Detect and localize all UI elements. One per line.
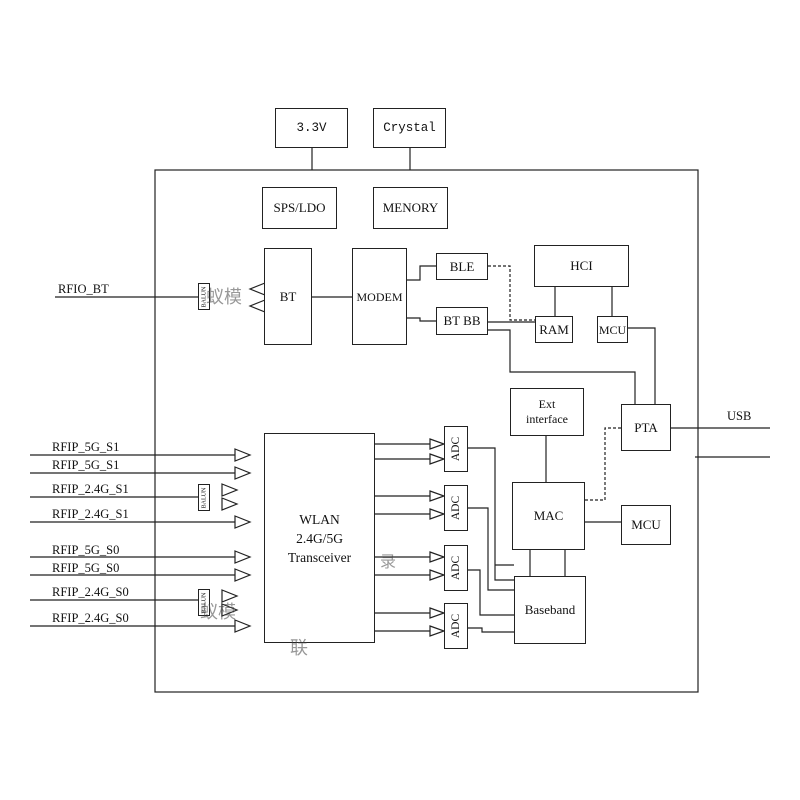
modem-label: MODEM xyxy=(356,289,403,304)
adc-label-4: ADC xyxy=(450,613,462,639)
ext-interface-label: Ext interface xyxy=(526,397,568,426)
rf-input-label: RFIP_2.4G_S0 xyxy=(52,611,129,625)
memory-block: MENORY xyxy=(373,187,448,229)
ext-interface-block: Ext interface xyxy=(510,388,584,436)
mac-block: MAC xyxy=(512,482,585,550)
mcu-top-label: MCU xyxy=(598,322,627,337)
adc-label-2: ADC xyxy=(450,495,462,521)
adc-block-3: ADC xyxy=(444,545,468,591)
crystal-label: Crystal xyxy=(383,121,436,135)
mac-label: MAC xyxy=(533,508,564,523)
mcu-bottom-label: MCU xyxy=(631,517,661,532)
wlan-transceiver-label: WLAN 2.4G/5G Transceiver xyxy=(287,511,352,565)
watermark-text: 联 xyxy=(290,638,308,659)
balun-label-s1: BALUN xyxy=(201,487,208,508)
bt-label: BT xyxy=(279,288,297,304)
rf-input-label: RFIP_5G_S1 xyxy=(52,458,120,472)
modem-block: MODEM xyxy=(352,248,407,345)
ble-block: BLE xyxy=(436,253,488,280)
mcu-bottom-block: MCU xyxy=(621,505,671,545)
adc-feed-lines xyxy=(375,438,446,637)
crystal-block: Crystal xyxy=(373,108,446,148)
ram-block: RAM xyxy=(535,316,573,343)
wlan-transceiver-block: WLAN 2.4G/5G Transceiver xyxy=(264,433,375,643)
rf-input-lines xyxy=(30,448,252,633)
sps-ldo-block: SPS/LDO xyxy=(262,187,337,229)
rf-input-label: RFIP_2.4G_S1 xyxy=(52,507,129,521)
rfio-bt-label: RFIO_BT xyxy=(58,282,109,296)
balun-block-s0: BALUN xyxy=(198,589,210,616)
power-3v3-block: 3.3V xyxy=(275,108,348,148)
bt-block: BT xyxy=(264,248,312,345)
rf-input-label: RFIP_5G_S0 xyxy=(52,543,120,557)
watermark-text: 录 xyxy=(380,552,397,571)
chip-boundary xyxy=(154,169,699,693)
pta-block: PTA xyxy=(621,404,671,451)
rf-input-label: RFIP_2.4G_S1 xyxy=(52,482,129,496)
adc-label-1: ADC xyxy=(450,436,462,462)
mcu-top-block: MCU xyxy=(597,316,628,343)
adc-block-4: ADC xyxy=(444,603,468,649)
adc-label-3: ADC xyxy=(450,555,462,581)
watermark-text: 蚁模 xyxy=(200,602,236,623)
bt-bb-block: BT BB xyxy=(436,307,488,335)
balun-block-bt: BALUN xyxy=(198,283,210,310)
power-3v3-label: 3.3V xyxy=(296,121,327,135)
rf-input-label: RFIP_2.4G_S0 xyxy=(52,585,129,599)
watermark-text: 蚁模 xyxy=(206,287,242,308)
pta-label: PTA xyxy=(634,419,658,435)
balun-block-s1: BALUN xyxy=(198,484,210,511)
bt-bb-label: BT BB xyxy=(443,313,481,328)
ram-label: RAM xyxy=(539,321,569,337)
baseband-label: Baseband xyxy=(524,602,576,617)
rf-input-label: RFIP_5G_S1 xyxy=(52,440,120,454)
memory-label: MENORY xyxy=(382,200,439,215)
ble-label: BLE xyxy=(449,258,475,274)
adc-block-2: ADC xyxy=(444,485,468,531)
sps-ldo-label: SPS/LDO xyxy=(273,200,326,215)
rf-input-label: RFIP_5G_S0 xyxy=(52,561,120,575)
usb-label: USB xyxy=(727,409,752,423)
hci-label: HCI xyxy=(570,258,593,273)
baseband-block: Baseband xyxy=(514,576,586,644)
adc-block-1: ADC xyxy=(444,426,468,472)
hci-block: HCI xyxy=(534,245,629,287)
